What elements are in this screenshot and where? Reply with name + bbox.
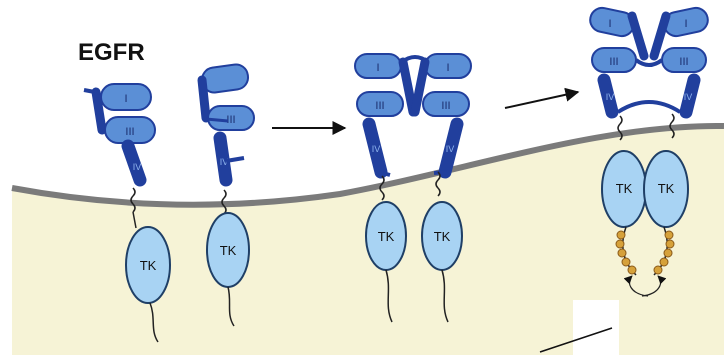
- domain-i-label: I: [608, 18, 611, 30]
- diagram-title: EGFR: [78, 39, 145, 66]
- domain-i-label: I: [124, 93, 127, 105]
- tk-label: TK: [616, 181, 633, 196]
- domain-iii-label: III: [679, 56, 688, 68]
- domain-iv-label: IV: [606, 92, 615, 102]
- cropped-heading-fragment: ·: [110, 0, 121, 14]
- tk-label: TK: [434, 229, 451, 244]
- domain-iv-label: IV: [133, 162, 142, 172]
- domain-iii-label: III: [609, 56, 618, 68]
- domain-iv-label: IV: [372, 144, 381, 154]
- domain-iv-label: IV: [446, 144, 455, 154]
- tk-label: TK: [658, 181, 675, 196]
- domain-iii-label: III: [441, 100, 450, 112]
- domain-i-label: I: [684, 18, 687, 30]
- domain-iv-label: IV: [684, 92, 693, 102]
- tk-label: TK: [220, 243, 237, 258]
- domain-iii-label: III: [125, 126, 134, 138]
- overlay-box: [573, 300, 619, 355]
- domain-i-label: I: [376, 62, 379, 74]
- tk-label: TK: [378, 229, 395, 244]
- domain-i-label: I: [446, 62, 449, 74]
- tk-label: TK: [140, 258, 157, 273]
- transition-arrow-2: [505, 92, 578, 108]
- domain-iii-label: III: [375, 100, 384, 112]
- domain-i: [201, 63, 250, 94]
